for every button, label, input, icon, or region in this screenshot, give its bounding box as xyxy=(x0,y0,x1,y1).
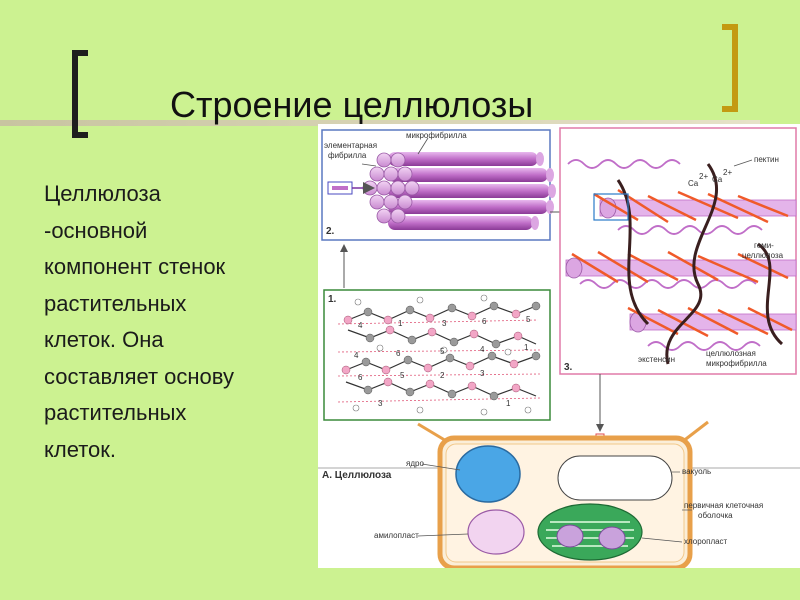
label-extensin: экстенсин xyxy=(638,355,675,364)
svg-text:6: 6 xyxy=(396,349,401,358)
svg-text:4: 4 xyxy=(358,321,363,330)
right-bracket-decoration xyxy=(722,24,738,112)
chain-bonds xyxy=(345,305,537,397)
slide-title: Строение целлюлозы xyxy=(170,84,534,125)
extensin-strands xyxy=(616,163,784,365)
label-elementary-fibril-1: элементарная xyxy=(324,141,377,150)
body-line: -основной xyxy=(44,217,148,243)
svg-text:4: 4 xyxy=(480,345,485,354)
label-ca-charge-2: 2+ xyxy=(723,168,732,177)
label-cell-wall-1: первичная клеточная xyxy=(684,501,763,510)
label-microfibril: микрофибрилла xyxy=(406,131,467,140)
panel-2-microfibril: микрофибрилла элементарная фибрилла 2. xyxy=(321,129,556,241)
label-ca-charge-1: 2+ xyxy=(699,172,708,181)
pectin-waves xyxy=(567,159,763,351)
label-hemi-1: геми- xyxy=(754,241,774,250)
atom-numbers: 4 1 3 6 5 4 6 5 4 1 6 5 2 3 3 1 xyxy=(354,315,531,408)
panel-3-cell-wall-network: пектин Ca 2+ Ca 2+ геми- целлюлоза эксте… xyxy=(559,127,797,375)
svg-text:1: 1 xyxy=(524,343,529,352)
svg-text:5: 5 xyxy=(400,371,405,380)
panel-1-number: 1. xyxy=(328,294,337,305)
body-line: клеток. Она xyxy=(44,327,164,352)
panel-A-plant-cell: А. Целлюлоза ядро вакуоль первичная клет… xyxy=(318,420,800,568)
body-line: составляет основу xyxy=(44,363,234,389)
body-text-block: Целлюлоза -основной компонент стенок рас… xyxy=(44,176,344,468)
body-line: компонент стенок xyxy=(44,254,226,279)
label-chloroplast: хлоропласт xyxy=(684,537,728,546)
body-line: Целлюлоза xyxy=(44,181,161,206)
svg-text:2: 2 xyxy=(440,371,445,380)
label-cellulose-fibril-2: микрофибрилла xyxy=(706,359,767,368)
svg-text:1: 1 xyxy=(398,319,403,328)
label-hemi-2: целлюлоза xyxy=(742,251,784,260)
label-cellulose-fibril-1: целлюлозная xyxy=(706,349,756,358)
label-amyloplast: амилопласт xyxy=(374,531,419,540)
chloroplast xyxy=(537,503,643,561)
label-ca-2: Ca xyxy=(712,175,723,184)
cellulose-figure-svg: микрофибрилла элементарная фибрилла 2. xyxy=(318,127,800,568)
label-vacuole: вакуоль xyxy=(682,467,711,476)
svg-text:4: 4 xyxy=(354,351,359,360)
svg-text:1: 1 xyxy=(506,399,511,408)
svg-text:3: 3 xyxy=(480,369,485,378)
title-underline-rule xyxy=(0,120,760,126)
detail-box xyxy=(593,193,629,221)
body-line: клеток. xyxy=(44,436,117,462)
panel-A-title: А. Целлюлоза xyxy=(322,470,392,481)
microfibril-tubes xyxy=(388,152,556,230)
panel-1-molecular-chains: 4 1 3 6 5 4 6 5 4 1 6 5 2 3 3 1 1. xyxy=(323,289,551,421)
label-nucleus: ядро xyxy=(406,459,424,468)
chain-atoms-gray xyxy=(361,301,541,401)
svg-text:6: 6 xyxy=(482,317,487,326)
label-ca-1: Ca xyxy=(688,179,699,188)
cellulose-figure: микрофибрилла элементарная фибрилла 2. xyxy=(318,124,800,568)
svg-text:5: 5 xyxy=(440,347,445,356)
svg-text:3: 3 xyxy=(378,399,383,408)
label-cell-wall-2: оболочка xyxy=(698,511,733,520)
svg-text:3: 3 xyxy=(442,319,447,328)
vacuole xyxy=(557,455,673,501)
chain-atoms-pink xyxy=(341,309,523,393)
left-bracket-decoration xyxy=(72,50,88,138)
amyloplast xyxy=(467,509,525,555)
label-pectin: пектин xyxy=(754,155,779,164)
body-line: растительных xyxy=(44,400,187,425)
body-line: растительных xyxy=(44,290,187,316)
nucleus xyxy=(455,445,521,503)
panel-2-number: 2. xyxy=(326,226,335,237)
svg-text:5: 5 xyxy=(526,315,531,324)
label-elementary-fibril-2: фибрилла xyxy=(328,151,367,160)
panel-3-number: 3. xyxy=(564,362,573,373)
chain-atoms-white xyxy=(352,294,532,416)
svg-text:6: 6 xyxy=(358,373,363,382)
